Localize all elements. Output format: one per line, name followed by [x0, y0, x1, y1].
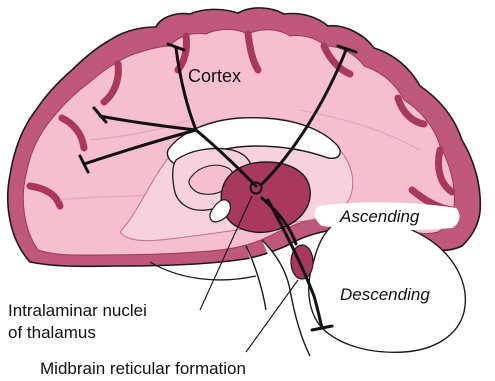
label-descending: Descending [340, 285, 430, 304]
label-cortex: Cortex [188, 66, 241, 86]
label-midbrain: Midbrain reticular formation [40, 359, 246, 378]
label-intralaminar-line1: Intralaminar nuclei [8, 301, 147, 320]
label-ascending: Ascending [339, 207, 420, 226]
label-intralaminar-line2: of thalamus [8, 323, 96, 342]
